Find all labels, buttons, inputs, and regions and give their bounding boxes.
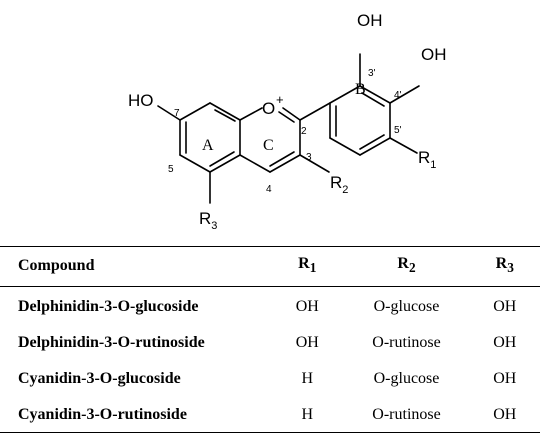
r2-value: O-glucose (373, 298, 440, 315)
r1-label: R1 (418, 148, 436, 171)
position-2: 2 (301, 126, 307, 137)
position-3-prime: 3' (368, 68, 376, 79)
r3-value: OH (493, 334, 517, 351)
r1-value: OH (295, 334, 319, 351)
compound-name: Delphinidin-3-O-rutinoside (18, 334, 205, 351)
ring-c-label: C (263, 137, 274, 154)
ring-b-label: B (355, 81, 366, 98)
r1-value: H (301, 370, 314, 387)
table-header-row: Compound R1 R2 R3 (0, 246, 540, 286)
hydroxyl-label-7: HO (128, 91, 154, 110)
table-row: Delphinidin-3-O-rutinoside OH O-rutinose… (0, 325, 540, 361)
table-top-rule (0, 246, 540, 247)
anthocyanin-structure: HO O + OH OH R1 R2 R3 A C B 7 5 4 3 2 3'… (128, 11, 447, 232)
r3-label: R3 (199, 209, 217, 232)
r2-label: R2 (330, 173, 348, 196)
hydroxyl-label-4prime: OH (421, 45, 447, 64)
position-3: 3 (306, 152, 312, 163)
header-r2: R2 (397, 255, 416, 276)
r3-value: OH (493, 406, 517, 423)
table-header-rule (0, 286, 540, 287)
header-r1: R1 (298, 255, 317, 276)
header-compound: Compound (18, 257, 95, 274)
position-4-prime: 4' (394, 90, 402, 101)
compound-name: Cyanidin-3-O-glucoside (18, 370, 181, 387)
r2-value: O-glucose (373, 370, 440, 387)
r3-value: OH (493, 298, 517, 315)
r1-value: OH (295, 298, 319, 315)
table-row: Delphinidin-3-O-glucoside OH O-glucose O… (0, 286, 540, 325)
position-5: 5 (168, 164, 174, 175)
positive-charge-label: + (276, 92, 284, 107)
ring-a-label: A (202, 137, 214, 154)
table-bottom-rule (0, 432, 540, 433)
hydroxyl-label-3prime: OH (357, 11, 383, 30)
substituent-table: Compound R1 R2 R3 Delphinidin-3-O-glucos… (0, 246, 540, 433)
header-r3: R3 (495, 255, 514, 276)
position-7: 7 (174, 108, 180, 119)
compound-name: Cyanidin-3-O-rutinoside (18, 406, 187, 423)
structure-bonds (157, 53, 420, 204)
r2-value: O-rutinose (372, 406, 441, 423)
r2-value: O-rutinose (372, 334, 441, 351)
position-5-prime: 5' (394, 125, 402, 136)
position-4: 4 (266, 184, 272, 195)
r1-value: H (301, 406, 314, 423)
compound-name: Delphinidin-3-O-glucoside (18, 298, 199, 315)
table-row: Cyanidin-3-O-glucoside H O-glucose OH (0, 361, 540, 397)
oxonium-oxygen-label: O (262, 99, 275, 118)
table-row: Cyanidin-3-O-rutinoside H O-rutinose OH (0, 397, 540, 433)
r3-value: OH (493, 370, 517, 387)
